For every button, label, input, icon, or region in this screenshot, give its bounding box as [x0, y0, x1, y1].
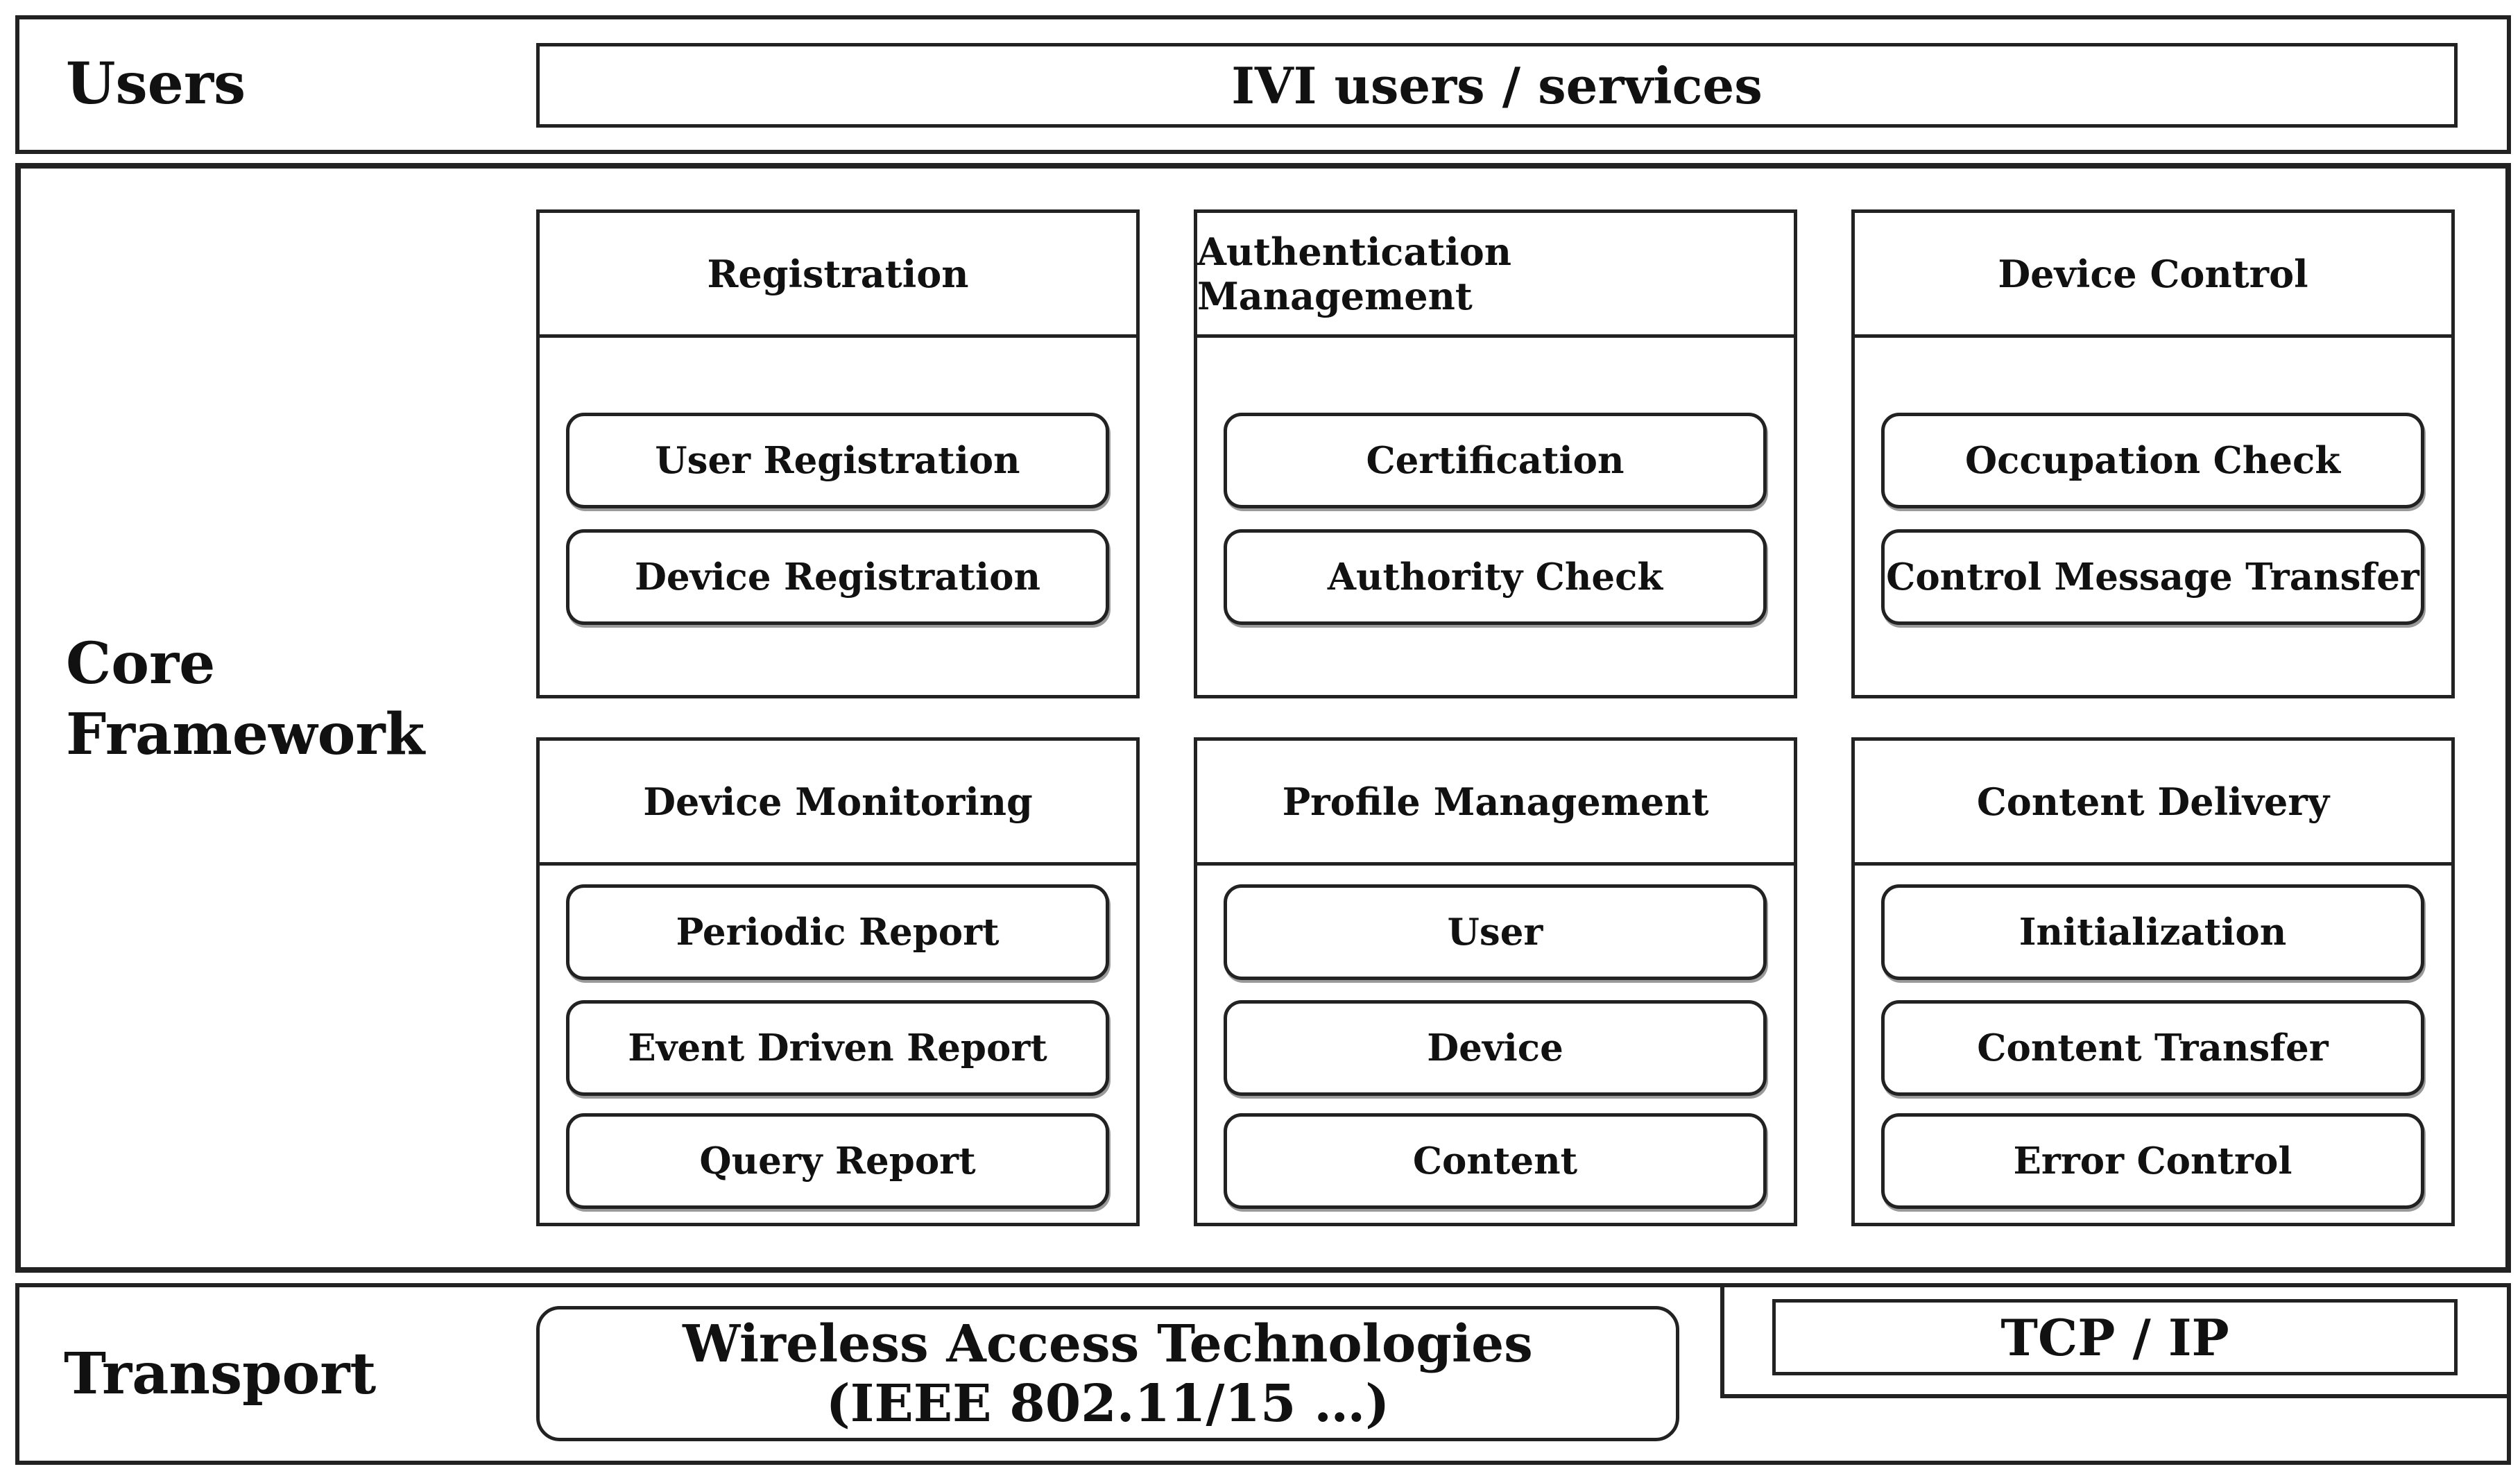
tcp-ip-box: TCP / IP [1772, 1299, 2458, 1375]
function-item: Device Registration [566, 529, 1109, 625]
function-item: Content Transfer [1881, 1000, 2424, 1096]
module-title: Authentication Management [1197, 213, 1794, 338]
ivi-users-services-box: IVI users / services [536, 43, 2458, 128]
function-item: User [1224, 884, 1767, 980]
function-item: Event Driven Report [566, 1000, 1109, 1096]
function-item: Control Message Transfer [1881, 529, 2424, 625]
core-framework-label: Core Framework [66, 628, 425, 770]
users-layer-label: Users [66, 51, 246, 117]
function-item: Error Control [1881, 1113, 2424, 1209]
module-title: Device Monitoring [540, 741, 1136, 866]
function-item: Device [1224, 1000, 1767, 1096]
function-item: Authority Check [1224, 529, 1767, 625]
core-framework-label-line1: Core [66, 630, 216, 697]
wireless-line-2: (IEEE 802.11/15 …) [825, 1373, 1390, 1434]
module-title: Registration [540, 213, 1136, 338]
transport-layer-label: Transport [64, 1341, 377, 1407]
core-framework-label-line2: Framework [66, 701, 425, 768]
function-item: Certification [1224, 413, 1767, 508]
function-item: Periodic Report [566, 884, 1109, 980]
function-item: Initialization [1881, 884, 2424, 980]
module-title: Device Control [1855, 213, 2451, 338]
module-registration: Registration User Registration Device Re… [536, 209, 1140, 698]
module-title: Content Delivery [1855, 741, 2451, 866]
function-item: User Registration [566, 413, 1109, 508]
wireless-line-1: Wireless Access Technologies [683, 1314, 1533, 1374]
module-authentication-management: Authentication Management Certification … [1194, 209, 1797, 698]
function-item: Occupation Check [1881, 413, 2424, 508]
module-device-control: Device Control Occupation Check Control … [1851, 209, 2455, 698]
module-content-delivery: Content Delivery Initialization Content … [1851, 737, 2455, 1226]
module-profile-management: Profile Management User Device Content [1194, 737, 1797, 1226]
function-item: Content [1224, 1113, 1767, 1209]
module-title: Profile Management [1197, 741, 1794, 866]
function-item: Query Report [566, 1113, 1109, 1209]
wireless-access-technologies-box: Wireless Access Technologies (IEEE 802.1… [536, 1306, 1679, 1441]
module-device-monitoring: Device Monitoring Periodic Report Event … [536, 737, 1140, 1226]
tcpip-region-outline [1720, 1283, 2511, 1398]
